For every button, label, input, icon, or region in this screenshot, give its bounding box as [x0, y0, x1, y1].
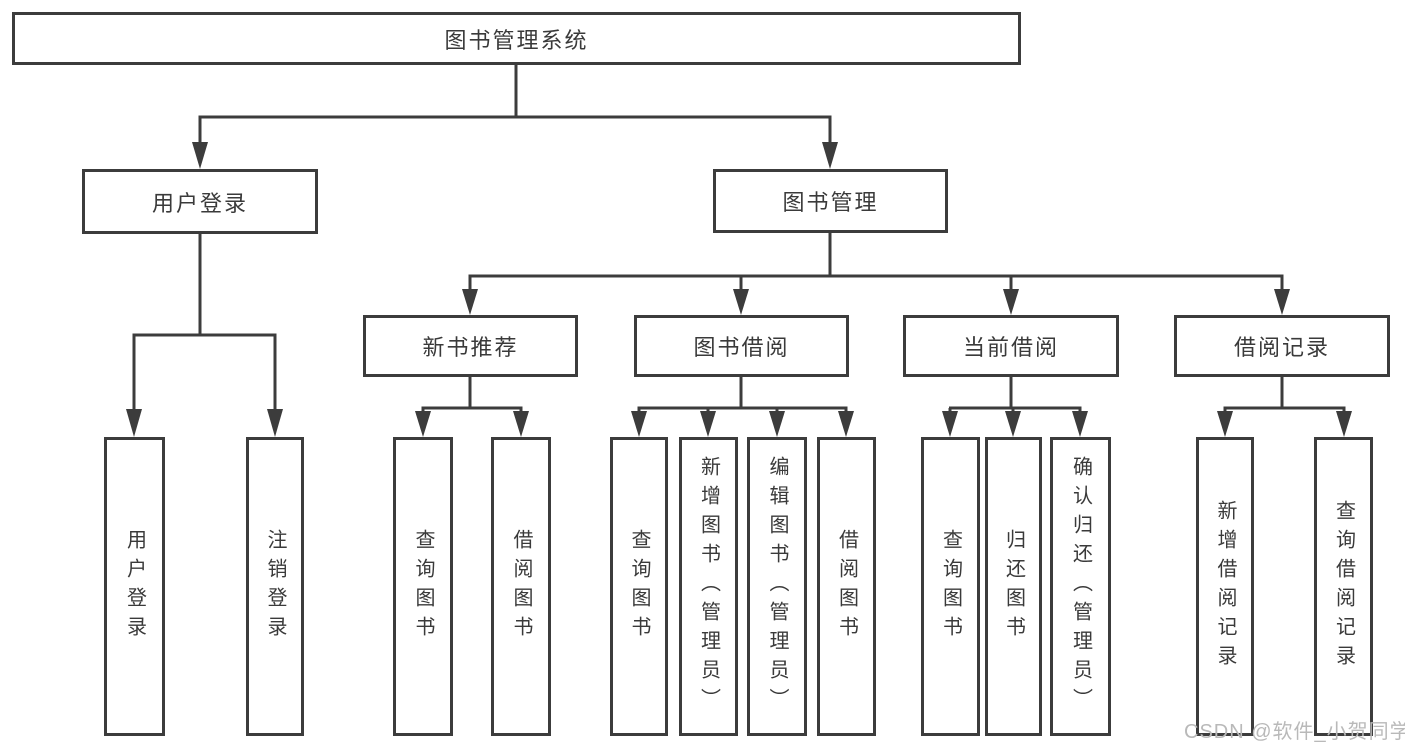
arrowhead — [126, 409, 142, 437]
arrowhead — [733, 289, 749, 315]
leaf-borrow-books: 借阅图书 — [817, 437, 876, 736]
arrowhead — [1274, 289, 1290, 315]
arrowhead — [192, 142, 208, 169]
leaf-query-borrow-record: 查询借阅记录 — [1314, 437, 1373, 736]
node-library-management-system: 图书管理系统 — [12, 12, 1021, 65]
leaf-borrow-books-recommend: 借阅图书 — [491, 437, 551, 736]
node-borrow-record: 借阅记录 — [1174, 315, 1390, 377]
leaf-query-books-recommend: 查询图书 — [393, 437, 453, 736]
arrowhead — [1072, 411, 1088, 437]
arrowhead — [1003, 289, 1019, 315]
arrowhead — [769, 411, 785, 437]
arrowhead — [838, 411, 854, 437]
arrowhead — [822, 142, 838, 169]
arrowhead — [462, 289, 478, 315]
leaf-edit-books-admin: 编辑图书（管理员） — [747, 437, 807, 736]
node-book-borrow: 图书借阅 — [634, 315, 849, 377]
node-current-borrow: 当前借阅 — [903, 315, 1119, 377]
arrowheads — [126, 142, 1352, 437]
arrowhead — [700, 411, 716, 437]
leaf-add-borrow-record: 新增借阅记录 — [1196, 437, 1254, 736]
leaf-confirm-return-admin: 确认归还（管理员） — [1050, 437, 1111, 736]
arrowhead — [1336, 411, 1352, 437]
leaf-query-books-borrow: 查询图书 — [610, 437, 668, 736]
arrowhead — [415, 411, 431, 437]
csdn-watermark: CSDN @软件_小贺同学 — [1184, 721, 1405, 743]
leaf-add-books-admin: 新增图书（管理员） — [679, 437, 738, 736]
arrowhead — [513, 411, 529, 437]
node-user-login: 用户登录 — [82, 169, 318, 234]
leaf-return-books: 归还图书 — [985, 437, 1042, 736]
arrowhead — [1217, 411, 1233, 437]
leaf-user-login: 用户登录 — [104, 437, 165, 736]
arrowhead — [942, 411, 958, 437]
leaf-logout: 注销登录 — [246, 437, 304, 736]
node-new-book-recommend: 新书推荐 — [363, 315, 578, 377]
arrowhead — [267, 409, 283, 437]
arrowhead — [1005, 411, 1021, 437]
node-book-management: 图书管理 — [713, 169, 948, 233]
leaf-query-books-current: 查询图书 — [921, 437, 980, 736]
arrowhead — [631, 411, 647, 437]
